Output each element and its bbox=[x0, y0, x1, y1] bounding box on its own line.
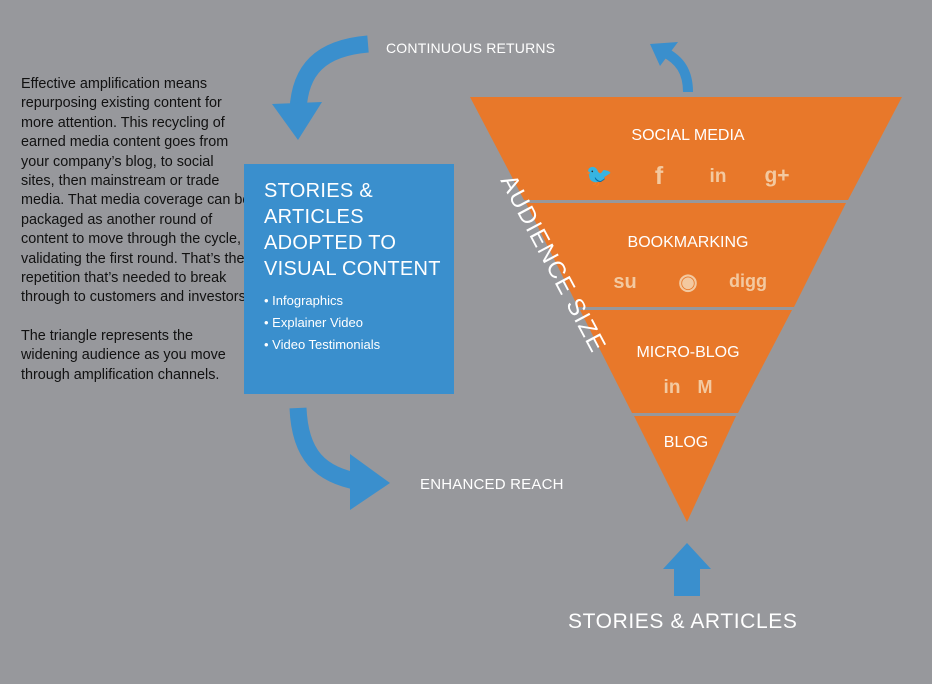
digg-icon: digg bbox=[729, 271, 767, 291]
medium-icon: M bbox=[698, 377, 713, 397]
tier-social-media bbox=[470, 97, 902, 200]
list-item: • Explainer Video bbox=[264, 315, 363, 330]
visual-content-list: • Infographics • Explainer Video • Video… bbox=[264, 290, 442, 356]
visual-content-box: STORIES & ARTICLES ADOPTED TO VISUAL CON… bbox=[244, 164, 454, 394]
list-item: • Video Testimonials bbox=[264, 337, 381, 352]
return-arrow bbox=[661, 47, 693, 93]
linkedin-icon: in bbox=[664, 377, 681, 398]
continuous-returns-label: CONTINUOUS RETURNS bbox=[386, 40, 556, 56]
tier-label-micro-blog: MICRO-BLOG bbox=[636, 344, 739, 361]
enhanced-reach-arrowhead bbox=[350, 454, 390, 510]
twitter-icon: 🐦 bbox=[585, 163, 612, 188]
enhanced-reach-arrow bbox=[289, 407, 362, 491]
facebook-icon: f bbox=[655, 162, 664, 190]
tier-micro-blog bbox=[580, 310, 792, 413]
linkedin-icon: in bbox=[710, 166, 727, 187]
continuous-returns-arrowhead bbox=[272, 102, 322, 140]
enhanced-reach-label: ENHANCED REACH bbox=[420, 476, 564, 493]
intro-paragraph-1: Effective amplification means repurposin… bbox=[21, 76, 251, 306]
list-item: • Infographics bbox=[264, 293, 343, 308]
continuous-returns-arrow bbox=[289, 35, 369, 111]
intro-text: Effective amplification means repurposin… bbox=[21, 75, 251, 404]
stumbleupon-icon: su bbox=[613, 271, 636, 293]
tier-label-blog: BLOG bbox=[664, 434, 708, 451]
tier-label-social-media: SOCIAL MEDIA bbox=[631, 127, 745, 144]
tier-blog bbox=[634, 416, 736, 522]
tier-label-bookmarking: BOOKMARKING bbox=[628, 234, 749, 251]
intro-paragraph-2: The triangle represents the widening aud… bbox=[21, 327, 226, 383]
reddit-icon: ◉ bbox=[678, 269, 697, 294]
tier-bookmarking bbox=[526, 203, 846, 307]
stories-articles-label: STORIES & ARTICLES bbox=[568, 610, 798, 633]
visual-content-title: STORIES & ARTICLES ADOPTED TO VISUAL CON… bbox=[264, 180, 441, 280]
stories-up-arrow bbox=[663, 543, 711, 596]
google-plus-icon: g+ bbox=[764, 164, 789, 187]
return-arrowhead bbox=[650, 42, 678, 66]
